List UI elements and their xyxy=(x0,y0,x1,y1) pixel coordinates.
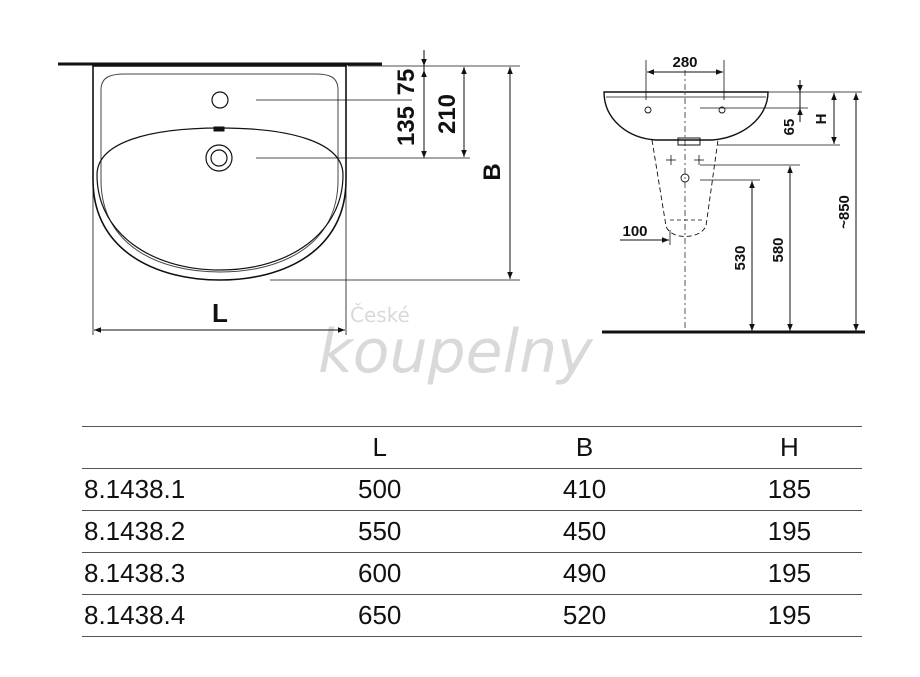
table-header-row: L B H xyxy=(82,426,862,469)
drain-inner-icon xyxy=(210,149,228,167)
cell-L: 600 xyxy=(307,552,453,595)
basin-outline xyxy=(92,65,347,281)
header-code xyxy=(82,426,308,469)
cell-code: 8.1438.2 xyxy=(82,510,308,553)
cell-code: 8.1438.3 xyxy=(82,552,308,595)
basin-side-view xyxy=(602,60,865,334)
dim-210-label: 210 xyxy=(434,94,461,134)
table-row: 8.1438.4 650 520 195 xyxy=(82,594,862,637)
watermark-large: koupelny xyxy=(318,317,594,387)
dim-850-label: ~850 xyxy=(836,195,853,229)
dimension-table: L B H 8.1438.1 500 410 185 8.1438.2 550 … xyxy=(82,426,862,637)
tap-hole-icon xyxy=(211,91,229,109)
dim-H-label: H xyxy=(813,114,830,125)
dim-580-label: 580 xyxy=(770,237,787,262)
basin-side-outline xyxy=(603,91,769,141)
cell-L: 500 xyxy=(307,468,453,511)
dim-B-label: B xyxy=(479,163,506,180)
cell-B: 450 xyxy=(452,510,717,553)
basin-rim-inner xyxy=(100,73,339,273)
dim-530-label: 530 xyxy=(732,245,749,270)
dim-135-label: 135 xyxy=(393,106,420,146)
siphon-cap xyxy=(677,137,701,146)
dim-280-label: 280 xyxy=(672,54,697,71)
dim-L-label: L xyxy=(212,298,228,328)
drain-outer-icon xyxy=(205,144,233,172)
table-row: 8.1438.1 500 410 185 xyxy=(82,468,862,511)
header-B: B xyxy=(452,426,717,469)
cell-B: 490 xyxy=(452,552,717,595)
header-H: H xyxy=(716,426,862,469)
dim-65-label: 65 xyxy=(781,119,798,136)
bowl-outline xyxy=(96,127,344,271)
cell-L: 550 xyxy=(307,510,453,553)
cell-H: 195 xyxy=(716,510,862,553)
cell-H: 185 xyxy=(716,468,862,511)
overflow-slot xyxy=(213,126,225,132)
basin-top-view xyxy=(58,50,520,335)
cell-B: 520 xyxy=(452,594,717,637)
watermark-small: České xyxy=(350,303,410,327)
dim-100-label: 100 xyxy=(622,223,647,240)
header-L: L xyxy=(307,426,453,469)
dim-75-label: 75 xyxy=(393,69,420,96)
cell-B: 410 xyxy=(452,468,717,511)
cell-H: 195 xyxy=(716,552,862,595)
cell-code: 8.1438.1 xyxy=(82,468,308,511)
cell-L: 650 xyxy=(307,594,453,637)
table-row: 8.1438.3 600 490 195 xyxy=(82,552,862,595)
cell-H: 195 xyxy=(716,594,862,637)
technical-drawing: České koupelny 75 135 210 B L xyxy=(58,50,865,387)
cell-code: 8.1438.4 xyxy=(82,594,308,637)
table-row: 8.1438.2 550 450 195 xyxy=(82,510,862,553)
